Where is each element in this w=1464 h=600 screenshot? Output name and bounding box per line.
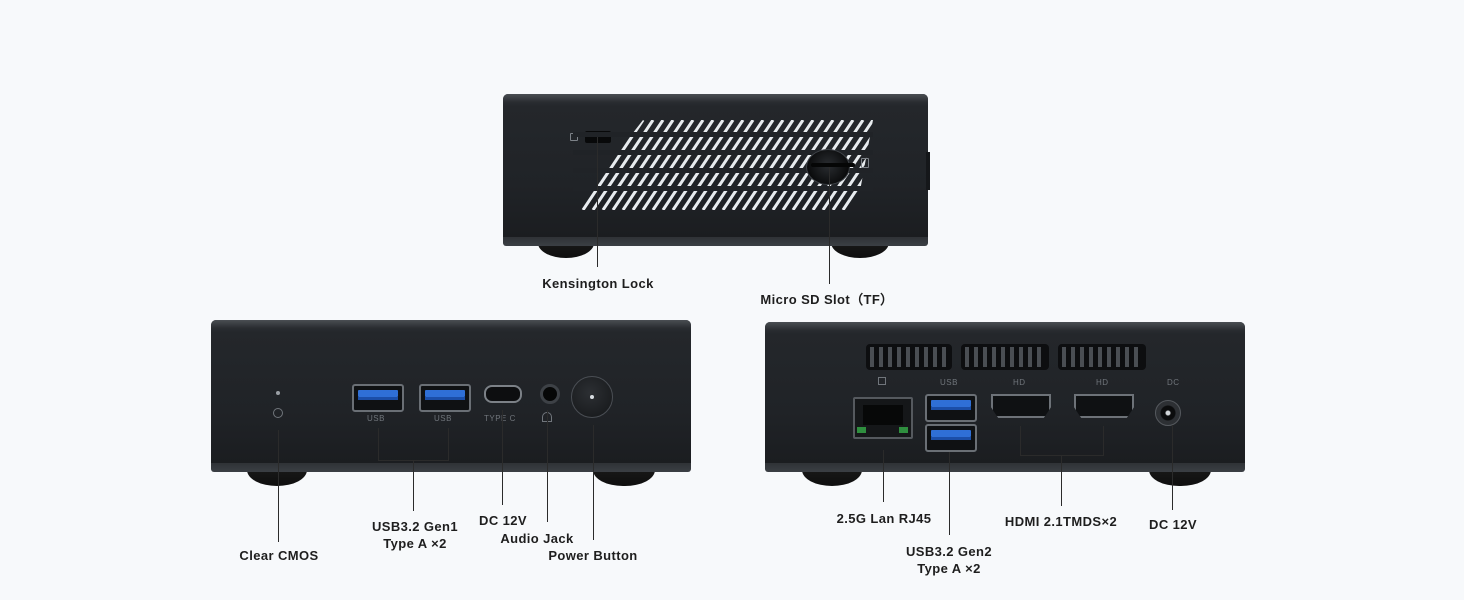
usb-gen1-bracket-right (448, 428, 449, 461)
network-icon (878, 377, 886, 385)
side-vent-grill (573, 120, 873, 210)
hdmi-port-1[interactable] (991, 394, 1051, 418)
clear-cmos-callout-line (278, 430, 279, 542)
usb-gen1-bracket-left (378, 428, 379, 461)
power-led-icon (273, 408, 283, 418)
kensington-lock-label: Kensington Lock (542, 276, 654, 291)
audio-jack[interactable] (540, 384, 560, 404)
usb-gen2-callout-line (949, 452, 950, 535)
microsd-slot[interactable] (806, 149, 850, 185)
exhaust-vent-2 (961, 344, 1049, 370)
hdmi-label: HDMI 2.1TMDS×2 (1004, 514, 1118, 529)
front-chassis: USB USB TYPE C (211, 320, 691, 472)
usb-c-port[interactable] (484, 385, 522, 403)
chassis-bottom-edge (211, 463, 691, 472)
lan-callout-line (883, 450, 884, 502)
clear-cmos-pinhole[interactable] (276, 391, 280, 395)
chassis-top-edge (503, 94, 928, 102)
rear-usb-print: USB (940, 378, 958, 387)
microsd-slot-opening (811, 163, 855, 167)
usb-gen2-label-line1: USB3.2 Gen2 (905, 544, 993, 559)
side-chassis (503, 94, 930, 246)
chassis-top-edge (211, 320, 691, 328)
hdmi-bracket-left (1020, 426, 1021, 456)
dc-rear-label: DC 12V (1149, 517, 1197, 532)
chassis-bottom-edge (503, 237, 928, 246)
rear-chassis: USB HD HD DC (765, 322, 1245, 472)
sd-card-icon (861, 158, 869, 168)
dc-in-print: DC (1167, 378, 1180, 387)
power-button-indicator (590, 395, 594, 399)
usb-gen1-label-line1: USB3.2 Gen1 (371, 519, 459, 534)
dc-front-callout-line (502, 410, 503, 505)
hdmi-callout-line (1061, 455, 1062, 506)
side-edge-tab (926, 152, 930, 190)
microsd-label: Micro SD Slot（TF） (760, 292, 894, 307)
power-callout-line (593, 425, 594, 540)
hdmi-1-print: HD (1013, 378, 1026, 387)
hdmi-bracket-right (1103, 426, 1104, 456)
rear-usb-a-port-1[interactable] (925, 394, 977, 422)
usb-gen1-callout-line (413, 460, 414, 511)
side-view-device (503, 94, 930, 260)
usb-port-2-print: USB (434, 414, 452, 423)
lan-led-right (899, 427, 908, 433)
usb-a-port-2[interactable] (419, 384, 471, 412)
hdmi-port-2[interactable] (1074, 394, 1134, 418)
usb-c-print: TYPE C (484, 414, 516, 423)
kensington-callout-line (597, 137, 598, 267)
usb-gen2-label-line2: Type A ×2 (917, 561, 981, 576)
lan-led-left (857, 427, 866, 433)
usb-gen1-label-line2: Type A ×2 (383, 536, 447, 551)
rear-view-device: USB HD HD DC (765, 322, 1245, 490)
audio-callout-line (547, 410, 548, 522)
clear-cmos-label: Clear CMOS (239, 548, 319, 563)
dc-rear-callout-line (1172, 425, 1173, 510)
microsd-callout-line (829, 167, 830, 284)
rear-usb-a-port-2[interactable] (925, 424, 977, 452)
dc-in-jack[interactable] (1155, 400, 1181, 426)
power-button-label: Power Button (548, 548, 638, 563)
usb-port-1-print: USB (367, 414, 385, 423)
chassis-top-edge (765, 322, 1245, 330)
dc-front-label: DC 12V (479, 513, 527, 528)
usb-a-port-1[interactable] (352, 384, 404, 412)
hdmi-2-print: HD (1096, 378, 1109, 387)
exhaust-vent-3 (1058, 344, 1146, 370)
rj45-lan-port[interactable] (853, 397, 913, 439)
audio-jack-label: Audio Jack (500, 531, 574, 546)
lan-label: 2.5G Lan RJ45 (836, 511, 932, 526)
hdmi-bracket-bottom (1020, 455, 1104, 456)
exhaust-vent-1 (866, 344, 952, 370)
front-view-device: USB USB TYPE C (211, 320, 691, 488)
chassis-bottom-edge (765, 463, 1245, 472)
